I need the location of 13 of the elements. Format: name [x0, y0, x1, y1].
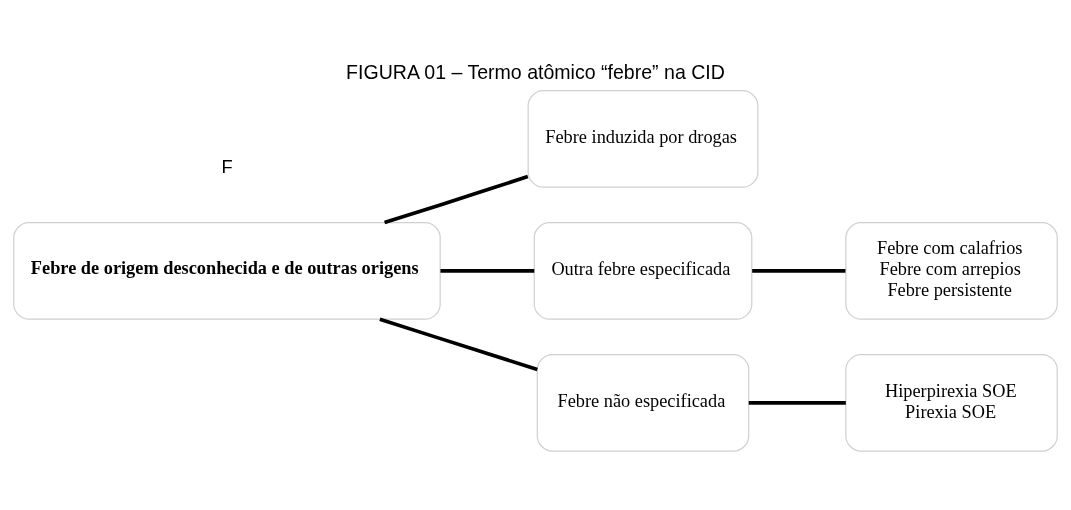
connector: [379, 317, 538, 372]
node-box: Febre não especificada: [536, 353, 750, 452]
node-box: Febre induzida por drogas: [527, 90, 759, 188]
node-box: Febre com calafrios Febre com arrepios Febre persistente: [845, 222, 1058, 320]
connector: [752, 269, 846, 273]
node-box: Hiperpirexia SOE Pirexia SOE: [845, 353, 1058, 452]
diagram-title: FIGURA 01 – Termo atômico “febre” na CID: [346, 61, 725, 84]
connector: [748, 401, 846, 405]
node-box: Outra febre especificada: [533, 222, 753, 320]
connector: [440, 269, 535, 273]
label: F: [221, 155, 233, 177]
connector: [384, 174, 529, 225]
node-box: Febre de origem desconhecida e de outras origens: [13, 222, 441, 320]
